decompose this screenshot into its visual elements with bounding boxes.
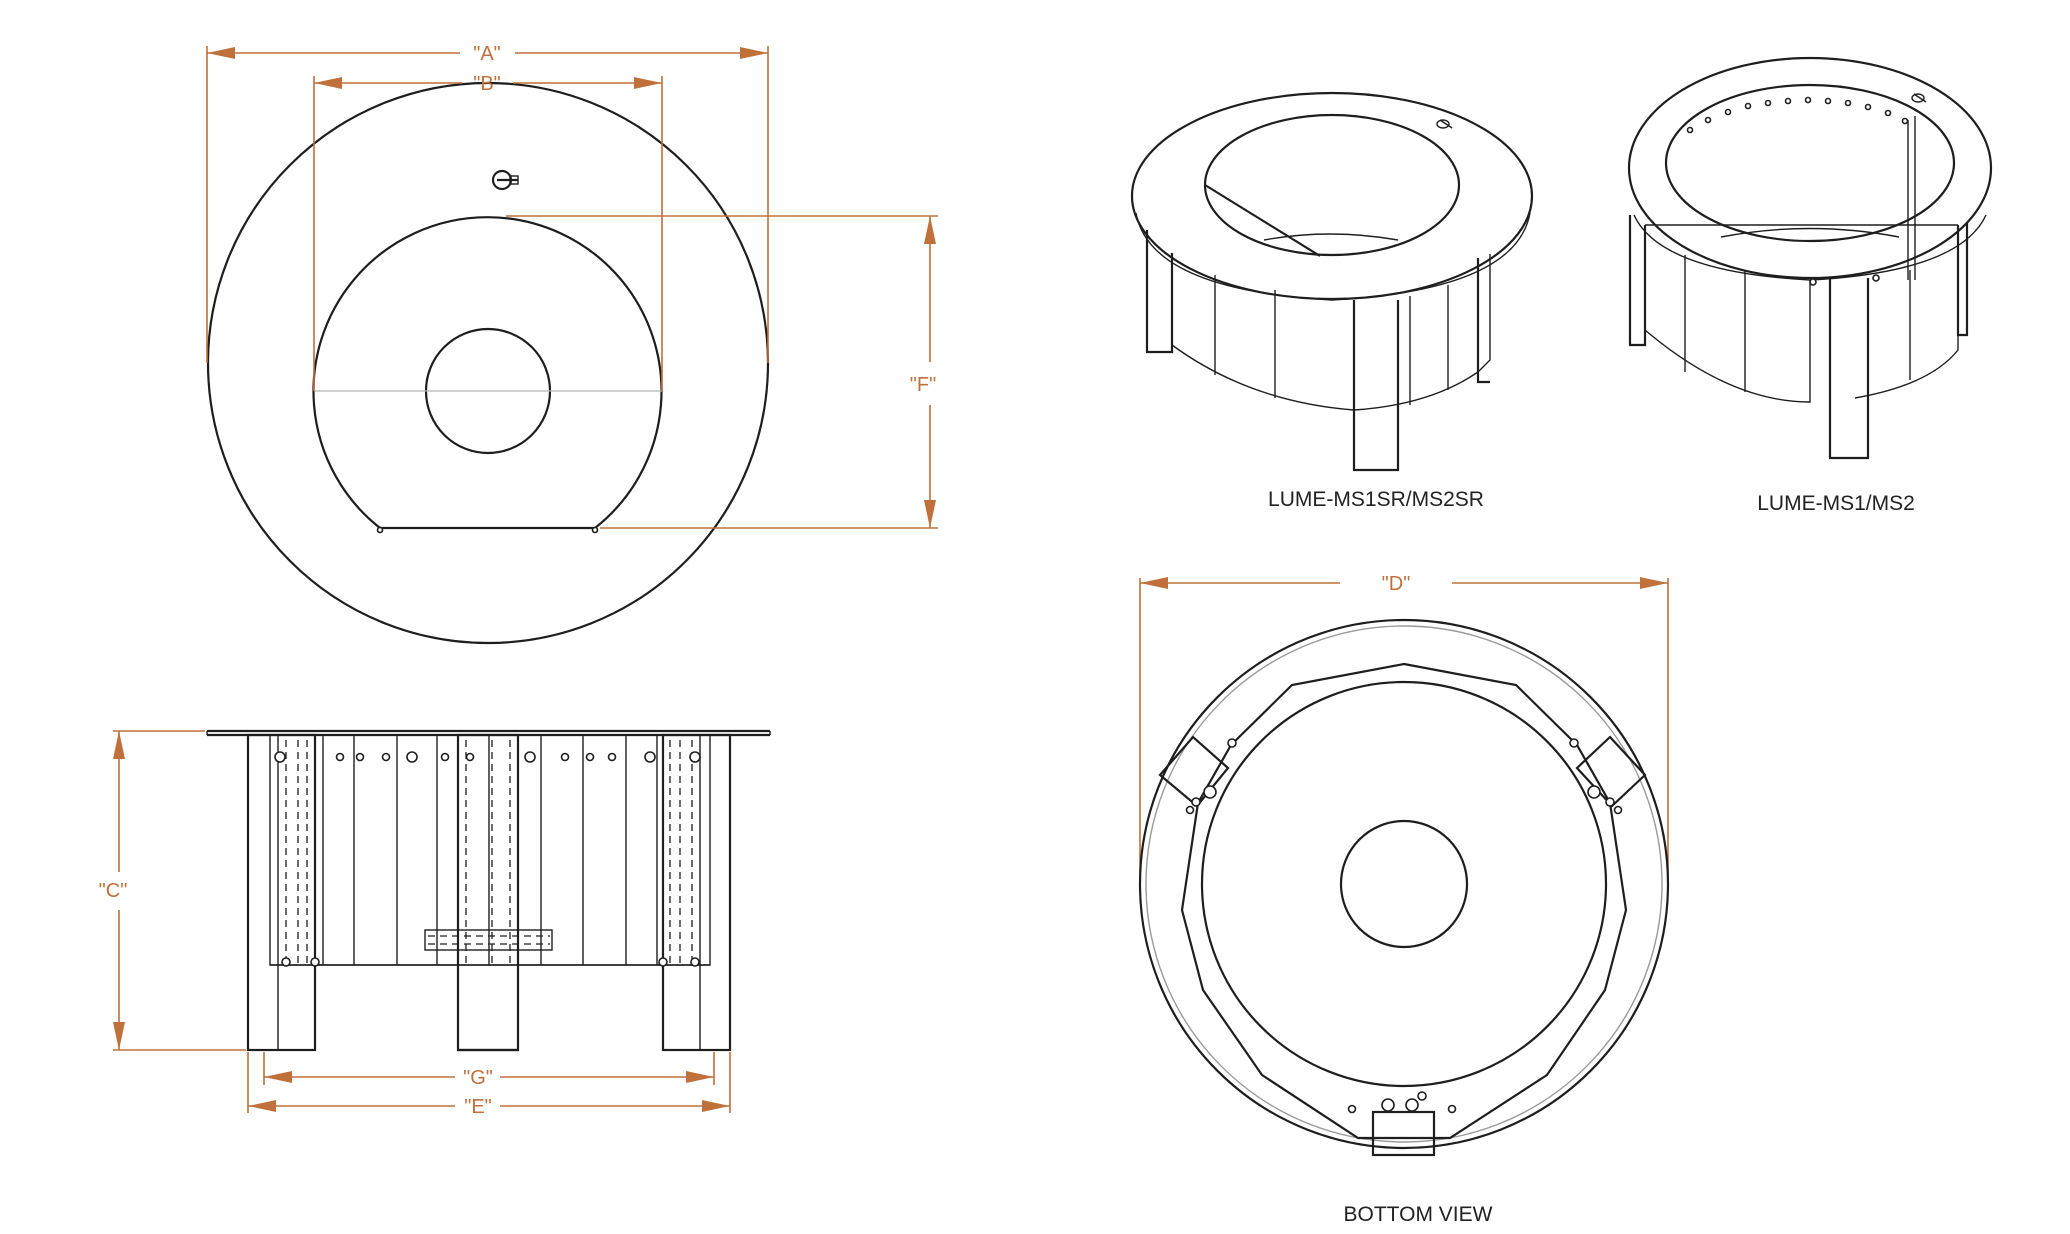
left-leg bbox=[246, 733, 317, 1052]
burner-grate bbox=[424, 929, 553, 951]
dimension-d: "D" bbox=[1139, 573, 1669, 890]
dimension-b: "B" bbox=[313, 73, 663, 391]
bottom-view bbox=[1138, 618, 1670, 1157]
dimension-label-c: "C" bbox=[99, 880, 128, 902]
dimension-f: "F" bbox=[506, 215, 938, 529]
model-caption-sr: LUME-MS1SR/MS2SR bbox=[1268, 488, 1484, 511]
dimension-label-g: "G" bbox=[463, 1067, 493, 1089]
dimension-e: "E" bbox=[247, 1052, 731, 1118]
bottom-view-caption: BOTTOM VIEW bbox=[1344, 1203, 1493, 1226]
side-view bbox=[206, 729, 771, 1052]
dimension-a: "A" bbox=[206, 43, 769, 363]
dimension-g: "G" bbox=[263, 1052, 715, 1089]
bracket-bottom bbox=[1347, 1091, 1457, 1157]
side-panel-seams bbox=[322, 735, 658, 965]
dimension-label-a: "A" bbox=[473, 43, 501, 65]
dimension-label-e: "E" bbox=[464, 1096, 492, 1118]
key-valve-icon-iso1 bbox=[1436, 119, 1453, 129]
dimension-label-f: "F" bbox=[910, 374, 936, 396]
dimension-c: "C" bbox=[99, 730, 246, 1051]
key-valve-icon bbox=[491, 169, 519, 191]
top-view bbox=[206, 81, 770, 645]
model-caption-std: LUME-MS1/MS2 bbox=[1757, 492, 1915, 515]
bracket-right bbox=[1569, 735, 1647, 815]
iso-view-ms1 bbox=[1627, 56, 1993, 460]
dimension-label-b: "B" bbox=[473, 73, 501, 95]
vent-holes bbox=[1686, 96, 1909, 134]
center-leg bbox=[456, 733, 520, 1052]
iso-view-ms1sr bbox=[1130, 91, 1534, 472]
side-bolt-holes bbox=[274, 751, 701, 967]
dimension-label-d: "D" bbox=[1382, 573, 1411, 595]
bracket-left bbox=[1158, 735, 1237, 815]
key-valve-icon-iso2 bbox=[1911, 93, 1927, 103]
right-leg bbox=[661, 733, 732, 1052]
